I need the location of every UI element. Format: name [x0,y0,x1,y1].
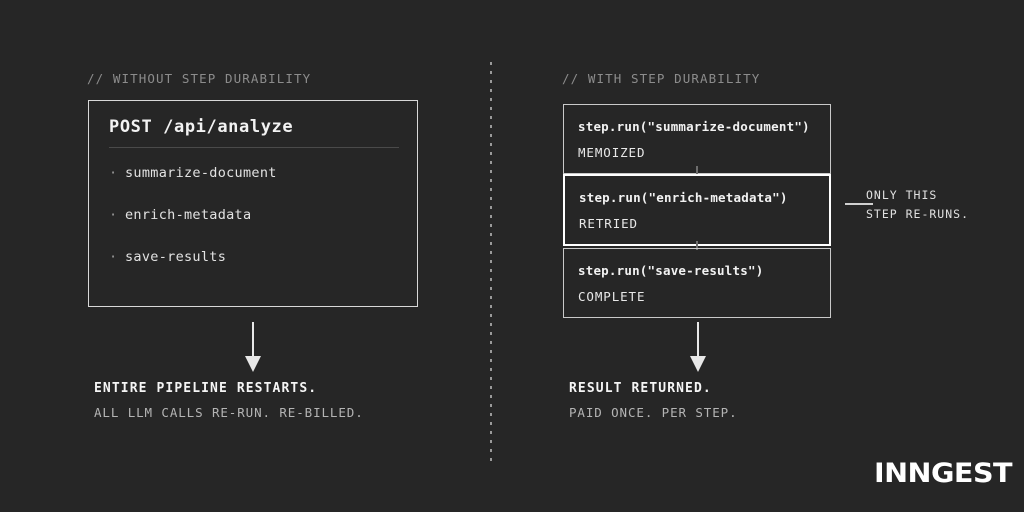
right-column-comment: // WITH STEP DURABILITY [562,71,761,86]
step-connector [696,241,698,250]
step-box-save-results: step.run("save-results") COMPLETE [563,248,831,318]
monolith-divider-rule [109,147,399,148]
bullet-icon: · [109,207,118,223]
arrow-head [690,356,706,372]
status-badge: RETRIED [579,216,638,231]
status-badge: COMPLETE [578,289,646,304]
right-caption-line-2: PAID ONCE. PER STEP. [569,405,738,420]
right-caption-line-1: RESULT RETURNED. [569,381,712,396]
step-connector [696,166,698,175]
step-call-label: step.run("summarize-document") [578,119,810,134]
status-badge: MEMOIZED [578,145,646,160]
callout-leader-line [845,203,873,205]
step-call-label: step.run("save-results") [578,263,764,278]
step-call-label: step.run("enrich-metadata") [579,190,788,205]
left-caption: ENTIRE PIPELINE RESTARTS. ALL LLM CALLS … [94,381,364,420]
down-arrow-icon [688,322,708,372]
bullet-icon: · [109,165,118,181]
arrow-shaft [697,322,699,358]
callout-line-1: ONLY THIS [866,188,938,202]
list-item-label: save-results [125,249,227,265]
left-caption-line-1: ENTIRE PIPELINE RESTARTS. [94,381,318,396]
arrow-shaft [252,322,254,358]
callout-line-2: STEP RE-RUNS. [866,207,970,221]
list-item: · save-results [109,249,226,265]
callout-annotation: ONLY THIS STEP RE-RUNS. [866,186,969,224]
list-item-label: enrich-metadata [125,207,252,223]
monolith-endpoint-title: POST /api/analyze [109,117,294,137]
list-item: · summarize-document [109,165,277,181]
list-item: · enrich-metadata [109,207,251,223]
bullet-icon: · [109,249,118,265]
step-box-summarize-document: step.run("summarize-document") MEMOIZED [563,104,831,174]
inngest-logo: INNGEST [874,458,1013,489]
right-caption: RESULT RETURNED. PAID ONCE. PER STEP. [569,381,738,420]
down-arrow-icon [243,322,263,372]
step-box-enrich-metadata: step.run("enrich-metadata") RETRIED [563,174,831,246]
left-column-comment: // WITHOUT STEP DURABILITY [87,71,312,86]
list-item-label: summarize-document [125,165,277,181]
monolith-request-box: POST /api/analyze · summarize-document · e… [88,100,418,307]
vertical-dotted-divider [490,62,492,463]
left-caption-line-2: ALL LLM CALLS RE-RUN. RE-BILLED. [94,405,364,420]
arrow-head [245,356,261,372]
